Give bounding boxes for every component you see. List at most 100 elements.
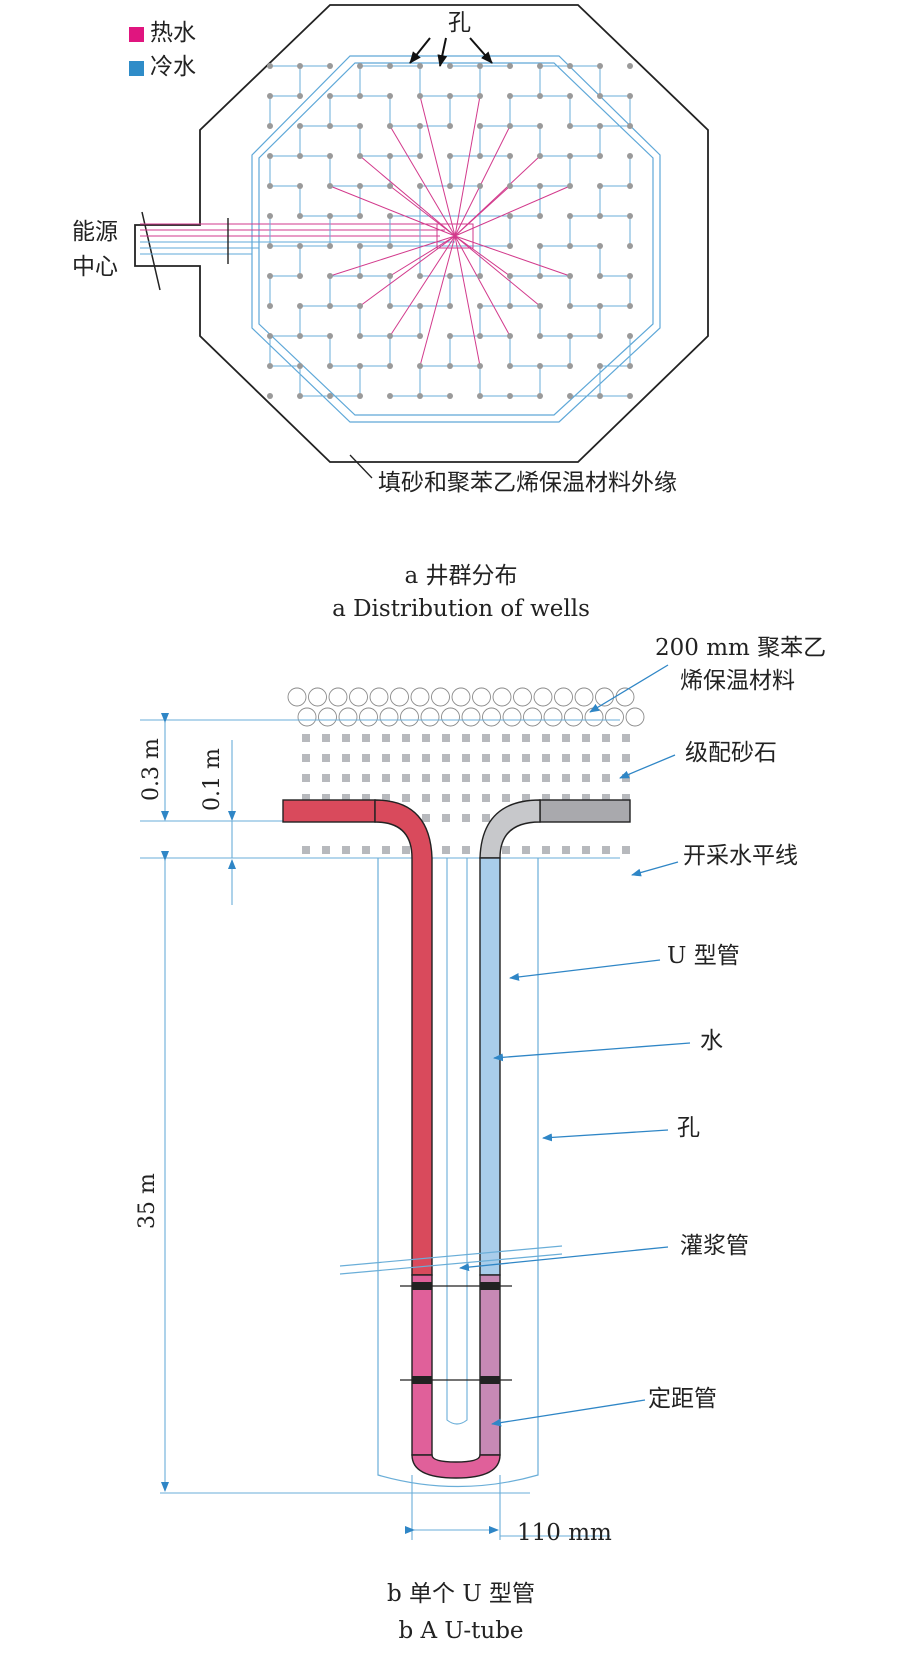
well-dot xyxy=(567,63,573,69)
well-dot xyxy=(627,303,633,309)
well-dot xyxy=(327,153,333,159)
hole-pointer-arrows xyxy=(409,37,493,67)
insulation-circle xyxy=(287,687,307,707)
well-dot xyxy=(387,273,393,279)
hot-water-line xyxy=(389,125,456,237)
well-dot xyxy=(597,153,603,159)
gravel-square xyxy=(362,734,370,742)
well-dot xyxy=(507,243,513,249)
hot-water-line xyxy=(454,235,571,277)
well-dot xyxy=(507,333,513,339)
well-dot xyxy=(327,213,333,219)
grout-pipe-label: 灌浆管 xyxy=(680,1233,749,1259)
well-dot xyxy=(567,153,573,159)
u-tube-label: U 型管 xyxy=(667,943,740,969)
well-dot xyxy=(357,303,363,309)
well-dot xyxy=(477,273,483,279)
well-dot xyxy=(507,153,513,159)
well-dot xyxy=(327,273,333,279)
well-dot xyxy=(447,363,453,369)
gravel-square xyxy=(582,774,590,782)
hot-water-line xyxy=(454,125,511,237)
well-dot xyxy=(357,183,363,189)
outer-insulation-edge xyxy=(134,4,709,463)
hot-water-line xyxy=(454,95,481,237)
hot-pipe-horizontal xyxy=(282,799,376,823)
well-dot xyxy=(537,93,543,99)
well-dot xyxy=(597,213,603,219)
well-dot xyxy=(357,213,363,219)
insulation-circle xyxy=(492,687,512,707)
cold-water-label: 冷水 xyxy=(150,54,196,80)
well-dot xyxy=(477,333,483,339)
well-dot xyxy=(297,393,303,399)
well-dot xyxy=(627,273,633,279)
well-dot xyxy=(597,273,603,279)
well-dot xyxy=(357,273,363,279)
well-dot xyxy=(627,393,633,399)
gravel-square xyxy=(622,754,630,762)
well-dot xyxy=(567,213,573,219)
insulation-circle xyxy=(482,707,501,727)
well-dot xyxy=(267,183,273,189)
well-dot xyxy=(627,93,633,99)
insulation-circle xyxy=(359,707,378,727)
insulation-circle xyxy=(390,687,409,707)
well-dot xyxy=(297,213,303,219)
gravel-square xyxy=(582,734,590,742)
well-dot xyxy=(357,93,363,99)
well-dot xyxy=(417,153,423,159)
well-dot xyxy=(507,63,513,69)
well-dot xyxy=(417,93,423,99)
well-dot xyxy=(297,123,303,129)
well-dot xyxy=(447,333,453,339)
well-dot xyxy=(417,333,423,339)
well-dot xyxy=(417,363,423,369)
well-dot xyxy=(267,153,273,159)
gravel-square xyxy=(502,774,510,782)
well-dot xyxy=(387,393,393,399)
gravel-square xyxy=(362,794,370,802)
insulation-circle xyxy=(554,687,573,707)
gravel-square xyxy=(402,734,410,742)
well-dot xyxy=(267,93,273,99)
spacers xyxy=(400,1282,512,1384)
gravel-square xyxy=(502,846,510,854)
well-dot xyxy=(447,183,453,189)
well-dot xyxy=(357,333,363,339)
well-dot xyxy=(267,63,273,69)
cold-pipe-horizontal xyxy=(539,799,631,823)
hot-water-line xyxy=(329,235,456,277)
gravel-square xyxy=(302,754,310,762)
gravel-square xyxy=(542,774,550,782)
well-dot xyxy=(627,183,633,189)
well-dot xyxy=(297,243,303,249)
borehole-wall xyxy=(377,858,539,1488)
well-dot xyxy=(507,183,513,189)
well-dot xyxy=(267,333,273,339)
gravel-label: 级配砂石 xyxy=(685,740,777,766)
gravel-square xyxy=(562,846,570,854)
well-dot xyxy=(597,243,603,249)
energy-center-label-2: 中心 xyxy=(72,254,118,280)
well-dot xyxy=(627,213,633,219)
insulation-circles xyxy=(287,687,645,727)
gravel-square xyxy=(342,734,350,742)
insulation-circle xyxy=(297,707,317,727)
insulation-label-1: 200 mm 聚苯乙 xyxy=(655,635,827,661)
gravel-square xyxy=(322,794,330,802)
well-dot xyxy=(447,93,453,99)
dim-35m: 35 m xyxy=(135,1173,160,1229)
well-dot xyxy=(387,123,393,129)
well-dot xyxy=(267,303,273,309)
gravel-square xyxy=(442,774,450,782)
well-dot xyxy=(297,303,303,309)
gravel-square xyxy=(522,846,530,854)
gravel-square xyxy=(322,734,330,742)
u-tube-bottom xyxy=(411,1454,501,1479)
inner-collector-ring xyxy=(258,62,654,416)
well-dot xyxy=(327,333,333,339)
well-dot xyxy=(477,63,483,69)
gravel-square xyxy=(462,774,470,782)
